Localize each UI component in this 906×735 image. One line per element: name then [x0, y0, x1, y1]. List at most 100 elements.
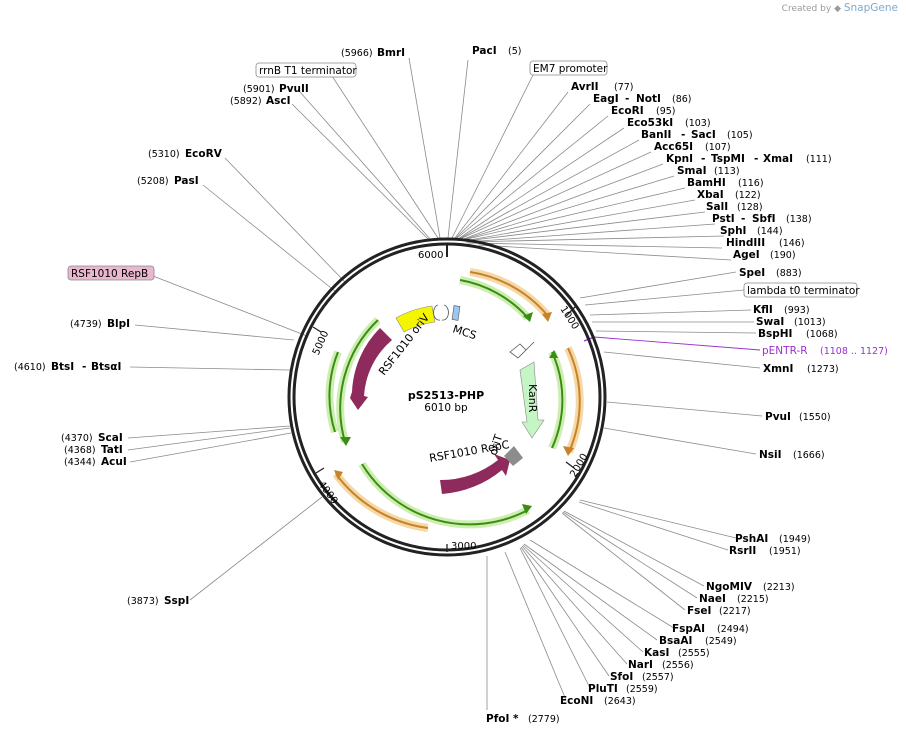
- enzyme-name: EcoNI: [560, 695, 593, 707]
- enzyme-pos: (1949): [779, 534, 811, 545]
- enzyme-pos: (103): [685, 118, 711, 129]
- enzyme-pos: (146): [779, 238, 805, 249]
- enzyme-name: SacI: [691, 129, 716, 141]
- enzyme-pos: (1666): [793, 450, 825, 461]
- enzyme-name: Eco53kI: [627, 117, 673, 129]
- enzyme-name: BmrI: [377, 47, 405, 59]
- enzyme-name: AvrII: [571, 81, 599, 93]
- enzyme-pos: (1273): [807, 364, 839, 375]
- enzyme-pos: (1068): [806, 329, 838, 340]
- enzyme-name: PluTI: [588, 683, 618, 695]
- enzyme-pos: (2557): [642, 672, 674, 683]
- lambda-t0-label: lambda t0 terminator: [747, 285, 860, 297]
- enzyme-name: SpeI: [739, 267, 765, 279]
- snapgene-credit: Created by ◆ SnapGene: [782, 2, 898, 14]
- enzyme-pos: (122): [735, 190, 761, 201]
- enzyme-name: RsrII: [729, 545, 756, 557]
- enzyme-pos: (95): [656, 106, 676, 117]
- enzyme-name: HindIII: [726, 237, 765, 249]
- primer-pos: (1108 .. 1127): [820, 346, 888, 357]
- enzyme-separator: -: [681, 129, 685, 141]
- enzyme-pos: (993): [784, 305, 810, 316]
- mcs-label: MCS: [451, 322, 478, 342]
- enzyme-name: SwaI: [756, 316, 784, 328]
- oriv-feature: [395, 305, 436, 333]
- enzyme-name: PstI: [712, 213, 735, 225]
- enzyme-name: BtsI: [51, 361, 74, 373]
- enzyme-name: PacI: [472, 45, 497, 57]
- enzyme-name: TspMI: [711, 153, 745, 165]
- enzyme-pos: (5): [508, 46, 521, 57]
- enzyme-name: KflI: [753, 304, 773, 316]
- enzyme-pos: (2555): [678, 648, 710, 659]
- enzyme-pos: (128): [737, 202, 763, 213]
- enzyme-name: XmaI: [763, 153, 793, 165]
- mcs-feature: [451, 305, 461, 321]
- enzyme-name: PvuI: [765, 411, 791, 423]
- orit-label: oriT: [486, 433, 505, 457]
- enzyme-name: KasI: [644, 647, 669, 659]
- enzyme-name: BlpI: [107, 318, 130, 330]
- enzyme-separator: -: [701, 153, 705, 165]
- leader-lines: [127, 57, 763, 710]
- credit-prefix: Created by: [781, 4, 832, 14]
- enzyme-name: BtsαI: [91, 361, 121, 373]
- snapgene-logo-icon: ◆: [834, 4, 841, 14]
- repb-arrow: [350, 328, 392, 410]
- enzyme-pos: (138): [786, 214, 812, 225]
- kanr-arrow: [519, 361, 545, 439]
- plasmid-size: 6010 bp: [424, 402, 468, 414]
- rrnb-terminator-label: rrnB T1 terminator: [259, 65, 357, 77]
- kanr-label: KanR: [526, 384, 539, 413]
- enzyme-name: BspHI: [758, 328, 792, 340]
- enzyme-name: Acc65I: [654, 141, 693, 153]
- enzyme-name: PshAI: [735, 533, 768, 545]
- primer-penter-r: pENTR-R (1108 .. 1127): [762, 345, 888, 357]
- enzyme-name: XmnI: [763, 363, 793, 375]
- enzyme-name: BamHI: [687, 177, 726, 189]
- enzyme-name: TatI: [101, 444, 123, 456]
- orf-arrowhead: [563, 446, 574, 456]
- enzyme-pos: (4610): [14, 362, 46, 373]
- enzyme-pos: (144): [757, 226, 783, 237]
- enzyme-pos: (116): [738, 178, 764, 189]
- enzyme-pos: (2494): [717, 624, 749, 635]
- orf-arrowhead: [549, 350, 558, 358]
- tick-3000: 3000: [451, 541, 476, 552]
- enzyme-name: NotI: [636, 93, 661, 105]
- enzyme-paci: PacI (5): [472, 45, 521, 57]
- enzyme-pos: (2779): [528, 714, 560, 725]
- enzyme-pos: (2549): [705, 636, 737, 647]
- orf-arcs: [325, 268, 584, 532]
- enzyme-pos: (2559): [626, 684, 658, 695]
- tick-marks: [312, 243, 577, 552]
- enzyme-pos: (113): [714, 166, 740, 177]
- enzyme-pos: (1951): [769, 546, 801, 557]
- enzyme-name: EcoRV: [185, 148, 223, 160]
- enzyme-separator: -: [754, 153, 758, 165]
- enzyme-name: NarI: [628, 659, 653, 671]
- enzyme-name: BsaAI: [659, 635, 692, 647]
- enzyme-pos: (111): [806, 154, 832, 165]
- enzyme-pos: (883): [776, 268, 802, 279]
- orf-arrowhead: [523, 312, 533, 322]
- enzyme-pos: (5901): [243, 84, 275, 95]
- enzyme-pos: (4739): [70, 319, 102, 330]
- enzyme-name: SspI: [164, 595, 189, 607]
- enzyme-pos: (2213): [763, 582, 795, 593]
- terminator-mark: [441, 304, 449, 321]
- enzymes-left: (5966) BmrI (5901) PvuII (5892) AscI (53…: [14, 47, 405, 607]
- enzyme-pos: (86): [672, 94, 692, 105]
- enzyme-name: PfoI *: [486, 713, 519, 725]
- enzyme-name: NgoMIV: [706, 581, 753, 593]
- credit-brand: SnapGene: [843, 2, 898, 14]
- enzyme-name: EagI: [593, 93, 619, 105]
- enzyme-pos: (3873): [127, 596, 159, 607]
- tick-6000: 6000: [418, 250, 443, 261]
- enzyme-name: EcoRI: [611, 105, 644, 117]
- enzyme-pos: (2215): [737, 594, 769, 605]
- orit-feature: [504, 446, 523, 466]
- promoter-mark: [509, 343, 527, 359]
- enzyme-pos: (5310): [148, 149, 180, 160]
